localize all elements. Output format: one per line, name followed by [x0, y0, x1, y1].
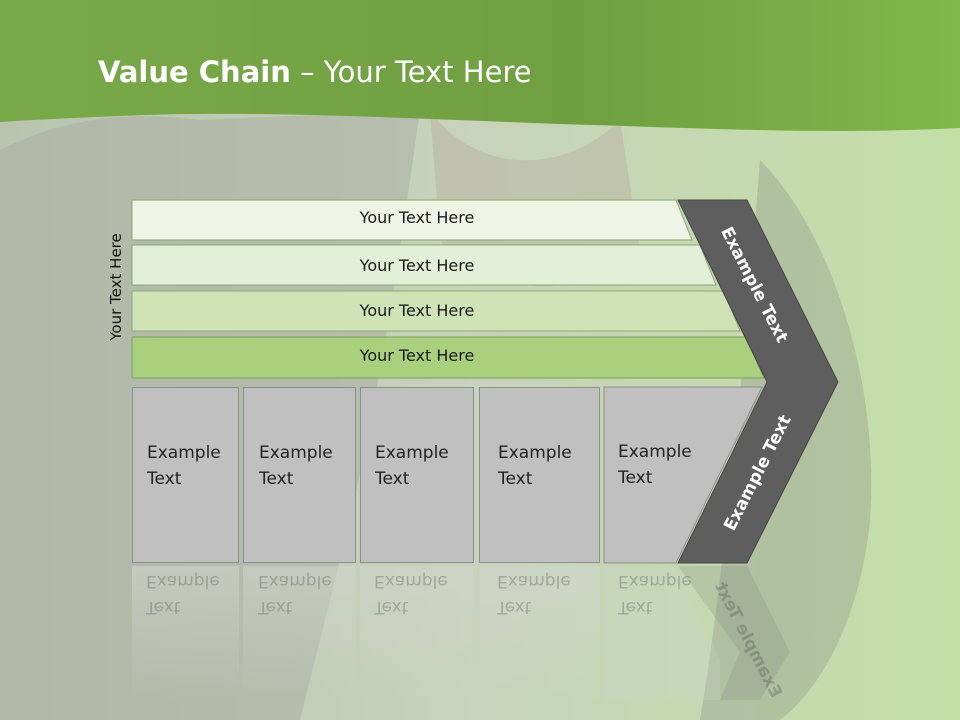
box-1-reflection-line-1: Example: [146, 571, 220, 591]
row-3-label: Your Text Here: [359, 301, 475, 320]
box-3-reflection: Text Example: [360, 566, 474, 700]
box-2-reflection: Text Example: [243, 566, 356, 700]
row-4-bar: [131, 336, 765, 379]
box-2-reflection-line-1: Example: [258, 571, 332, 591]
box-5-reflection-line-1: Example: [618, 571, 692, 591]
box-2-line-1: Example: [259, 443, 333, 463]
row-2-label: Your Text Here: [359, 256, 475, 275]
box-4-line-2: Text: [498, 469, 533, 489]
box-5-reflection-text: Text Example: [618, 568, 692, 620]
box-5-line-1: Example: [618, 442, 692, 462]
box-5-reflection: [604, 566, 720, 700]
box-3-reflection-line-1: Example: [374, 571, 448, 591]
box-1-line-2: Text: [147, 469, 182, 489]
box-1-reflection-line-2: Text: [146, 597, 181, 617]
box-1-line-1: Example: [147, 443, 221, 463]
row-1-label: Your Text Here: [359, 208, 475, 227]
box-3-reflection-line-2: Text: [374, 597, 409, 617]
title-bold-part: Value Chain: [98, 55, 291, 89]
box-5-reflection-line-2: Text: [618, 597, 653, 617]
box-3-line-2: Text: [375, 469, 410, 489]
row-3-bar: [131, 290, 741, 332]
box-5-line-2: Text: [618, 468, 653, 488]
box-4-reflection: Text Example: [479, 566, 600, 700]
box-1-reflection: Text Example: [132, 566, 239, 700]
box-4-line-1: Example: [498, 443, 572, 463]
box-4-reflection-line-2: Text: [497, 597, 532, 617]
chevron-shape: [677, 199, 839, 564]
row-2-bar: [131, 244, 717, 286]
box-5-shape: [603, 386, 763, 564]
row-4-label: Your Text Here: [359, 346, 475, 365]
box-2-reflection-line-2: Text: [258, 597, 293, 617]
box-2-line-2: Text: [259, 469, 294, 489]
row-1-bar: [131, 199, 693, 241]
chevron-reflection: [678, 566, 790, 700]
title-rest-part: – Your Text Here: [290, 55, 532, 89]
box-4-reflection-line-1: Example: [497, 571, 571, 591]
box-3-line-1: Example: [375, 443, 449, 463]
slide-title: Value Chain – Your Text Here: [98, 55, 532, 89]
